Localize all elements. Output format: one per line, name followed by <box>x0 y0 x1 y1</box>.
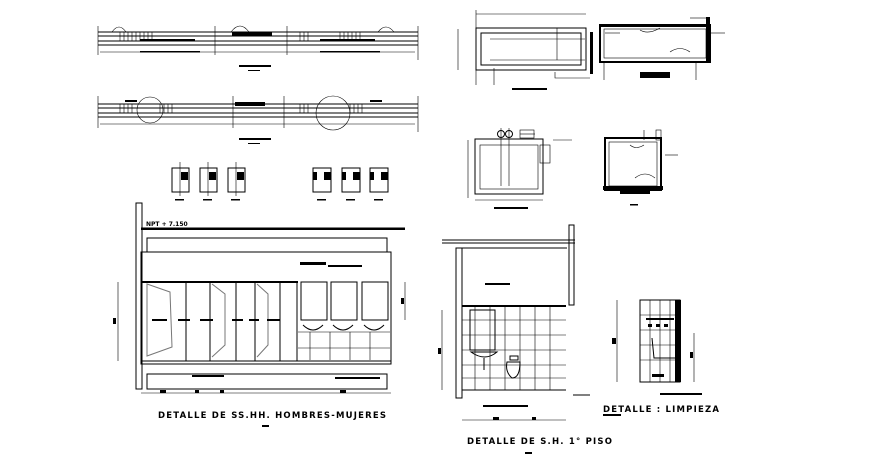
title-limpieza: DETALLE : LIMPIEZA <box>603 405 720 415</box>
detail-limpieza: DETALLE : LIMPIEZA <box>603 299 720 416</box>
level-mark: NPT + 7.150 <box>146 221 188 228</box>
box-section <box>603 129 678 206</box>
long-section-1 <box>97 25 419 71</box>
small-details-left <box>171 162 246 201</box>
small-details-right <box>312 167 389 201</box>
long-section-2 <box>97 95 419 144</box>
tank-plan <box>457 10 593 90</box>
detail-hombres-mujeres: NPT + 7.150 <box>113 202 406 427</box>
box-plan <box>467 128 572 209</box>
title-hombres-mujeres: DETALLE DE SS.HH. HOMBRES-MUJERES <box>158 411 387 421</box>
title-sh-piso: DETALLE DE S.H. 1° PISO <box>467 437 613 447</box>
detail-sh-piso: DETALLE DE S.H. 1° PISO <box>438 224 613 454</box>
tank-section <box>599 17 725 80</box>
